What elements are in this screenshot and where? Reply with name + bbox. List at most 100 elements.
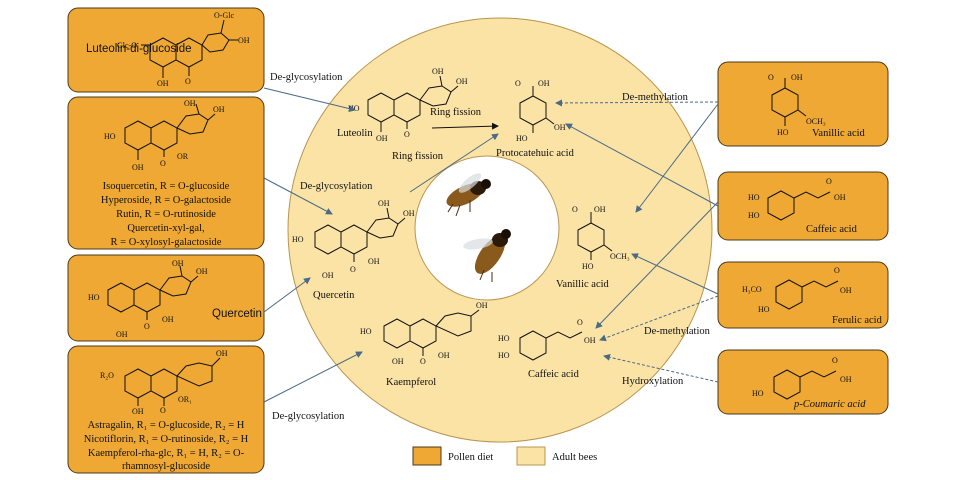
oh-label: OH (132, 407, 144, 416)
ho-label: HO (582, 262, 594, 271)
deglycosylation-label: De-glycosylation (270, 72, 343, 83)
o-label: O (768, 73, 774, 82)
caffeic-structure-box (767, 190, 831, 221)
oh-label: OH (322, 271, 334, 280)
oh-label: OH (554, 123, 566, 132)
glycoside-line: Kaempferol-rha-glc, R₁ = H, R₂ = O- (88, 448, 245, 459)
legend: Pollen diet Adult bees (412, 446, 597, 466)
oh-label: OH (213, 105, 225, 114)
or1-label: OR₁ (178, 395, 192, 404)
och3-label: OCH₃ (610, 252, 630, 261)
demethylation-arrow-1 (555, 99, 719, 107)
protocatechuic-name: Protocatehuic acid (496, 148, 575, 159)
luteolin-glucoside-title: Luteolin-di-glucoside (86, 43, 191, 55)
oh-label: OH (840, 286, 852, 295)
och3-label: OCH₃ (806, 117, 826, 126)
quercetin-bee-structure (314, 207, 406, 262)
protocatechuic-structure (519, 86, 555, 133)
oh-label: OH (216, 349, 228, 358)
hydroxylation-arrow (603, 353, 719, 383)
o-glc-label: O-Glc (214, 11, 234, 20)
ferulic-box-title: Ferulic acid (832, 315, 883, 326)
ring-fission-arrow-2 (409, 133, 499, 193)
caffeic-bee-structure (519, 330, 583, 361)
o-label: O (832, 356, 838, 365)
luteolin-glucoside-box (67, 7, 265, 93)
oh-label: OH (162, 315, 174, 324)
vanillic-bee-structure (577, 212, 613, 260)
o-label: O (160, 406, 166, 415)
hydroxylation-label: Hydroxylation (622, 376, 684, 387)
ferulic-structure-box (775, 279, 839, 310)
oh-label: OH (456, 77, 468, 86)
oh-label: OH (538, 79, 550, 88)
ho-label: HO (292, 235, 304, 244)
ho-label: HO (748, 193, 760, 202)
ferulic-acid-box (717, 261, 889, 329)
r2o-label: R₂O (100, 371, 114, 380)
glycoside-line: Rutin, R = O-rutinoside (116, 209, 216, 220)
deglycosylation-label: De-glycosylation (300, 181, 373, 192)
oh-label: OH (476, 301, 488, 310)
quercetin-box (67, 254, 265, 342)
ring-fission-arrow-1 (431, 122, 499, 130)
legend-adult-swatch (516, 446, 546, 466)
oh-label: OH (378, 199, 390, 208)
deglycosylation-arrow-3 (263, 351, 363, 403)
oh-label: OH (132, 163, 144, 172)
oh-label: OH (184, 99, 196, 108)
ho-label: HO (516, 134, 528, 143)
coumaric-box-title: p-Coumaric acid (793, 399, 866, 410)
h3co-label: H₃CO (742, 285, 762, 294)
or-label: OR (177, 152, 189, 161)
honeybee-image (446, 173, 511, 282)
deglycosylation-arrow-1 (263, 87, 356, 112)
ho-label: HO (758, 305, 770, 314)
ring-fission-label: Ring fission (430, 107, 482, 118)
deglycosylation-label: De-glycosylation (272, 411, 345, 422)
oh-label: OH (432, 67, 444, 76)
demethylation-label: De-methylation (622, 92, 689, 103)
ho-label: HO (498, 351, 510, 360)
glycoside-line: Hyperoside, R = O-galactoside (101, 195, 231, 206)
oh-label: OH (392, 357, 404, 366)
ho-label: HO (360, 327, 372, 336)
bee-photo-circle (414, 155, 560, 301)
oh-label: OH (584, 336, 596, 345)
ho-label: HO (748, 211, 760, 220)
quercetin-box-title: Quercetin (212, 308, 262, 320)
caffeic-bee-name: Caffeic acid (528, 369, 580, 380)
vanillic-transfer-arrow (635, 103, 719, 213)
kaempferol-glycosides-box (67, 345, 265, 474)
quercetin-structure (107, 265, 199, 320)
oh-label: OH (376, 134, 388, 143)
ho-label: HO (104, 132, 116, 141)
glycoside-line: Quercetin-xyl-gal, (127, 223, 204, 234)
ho-label: HO (498, 334, 510, 343)
quercetin-glycosides-box (67, 96, 265, 250)
ring-fission-label: Ring fission (392, 151, 444, 162)
kaempferol-structure (383, 309, 480, 356)
o-label: O (572, 205, 578, 214)
glycoside-line: Astragalin, R₁ = O-glucoside, R₂ = H (88, 420, 245, 431)
o-label: O (185, 77, 191, 86)
glc-o-label: Glc-O (117, 41, 137, 50)
deglycosylation-arrow-2 (263, 177, 333, 215)
caffeic-acid-box (717, 171, 889, 241)
demethylation-label: De-methylation (644, 326, 711, 337)
glycoside-line: Nicotiflorin, R₁ = O-rutinoside, R₂ = H (84, 434, 249, 445)
vanillic-bee-name: Vanillic acid (556, 279, 610, 290)
oh-label: OH (840, 375, 852, 384)
glycoside-line: Isoquercetin, R = O-glucoside (103, 181, 230, 192)
luteolin-structure (367, 75, 459, 132)
o-label: O (160, 159, 166, 168)
o-label: O (826, 177, 832, 186)
legend-pollen-swatch (412, 446, 442, 466)
oh-label: OH (196, 267, 208, 276)
caffeic-box-title: Caffeic acid (806, 224, 858, 235)
ho-label: HO (88, 293, 100, 302)
oh-label: OH (157, 79, 169, 88)
glycoside-line: rhamnosyl-glucoside (122, 461, 210, 472)
oh-label: OH (834, 193, 846, 202)
